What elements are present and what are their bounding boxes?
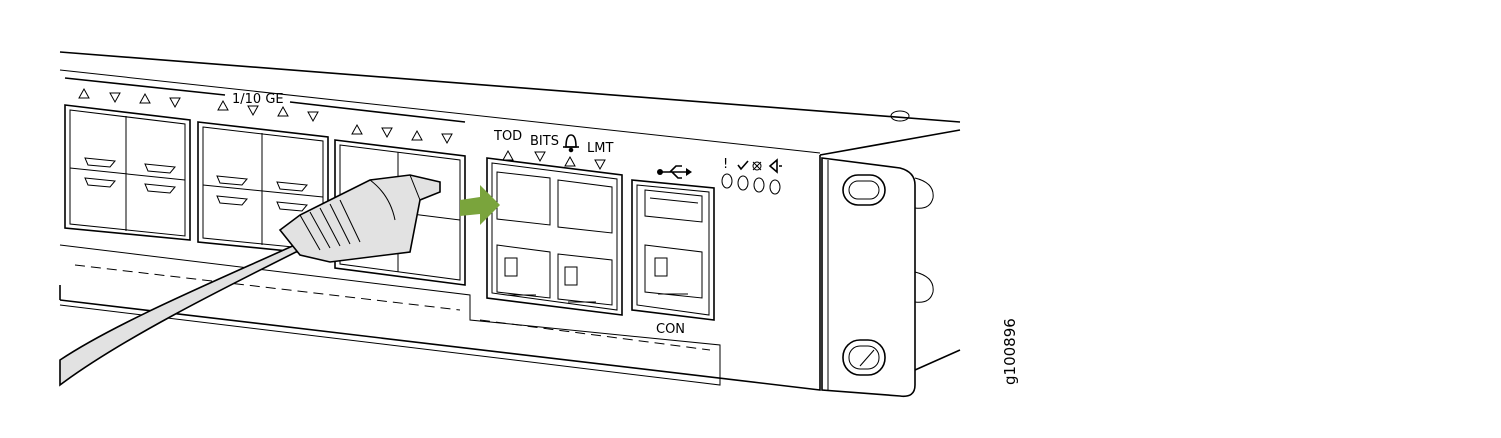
lmt-label: LMT <box>587 141 613 156</box>
rack-mount-ear <box>821 157 934 398</box>
usb-icon <box>657 165 692 179</box>
timing-port-block: TOD BITS LMT <box>460 129 623 316</box>
bell-icon <box>563 134 579 153</box>
beacon-icon <box>768 158 782 174</box>
port-group-label: 1/10 GE <box>232 92 284 107</box>
chassis-outline <box>59 51 961 391</box>
bits-label: BITS <box>530 134 559 149</box>
check-icon <box>737 160 749 171</box>
insertion-arrow-icon <box>460 185 500 225</box>
figure-id-label: g100896 <box>1001 318 1019 385</box>
console-label: CON <box>656 322 685 337</box>
port-group-header: 1/10 GE <box>64 77 466 123</box>
console-block: CON <box>631 165 715 337</box>
fan-icon <box>752 161 762 171</box>
status-leds: ! <box>721 157 782 195</box>
vent-grille <box>59 244 721 386</box>
port-led-indicators <box>78 87 453 145</box>
rj45-ports <box>496 171 613 306</box>
ethernet-cable <box>59 174 441 387</box>
tod-label: TOD <box>493 129 522 144</box>
alarm-led-symbol: ! <box>723 157 728 172</box>
